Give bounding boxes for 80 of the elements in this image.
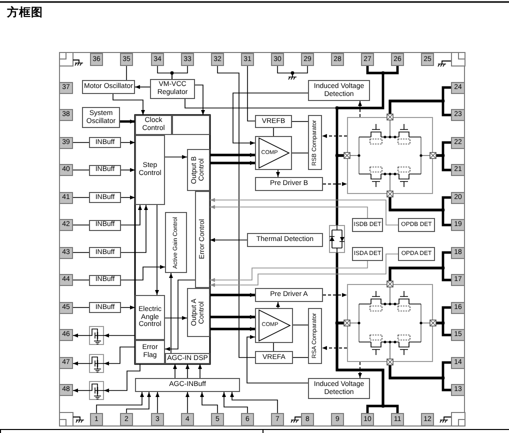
arrow	[134, 85, 150, 89]
arrow	[186, 364, 190, 378]
arrow	[72, 362, 90, 366]
connector-line	[277, 66, 308, 74]
arrow	[164, 280, 196, 351]
dashed-arrow	[358, 100, 362, 118]
arrow	[120, 204, 148, 253]
connector-line	[336, 322, 399, 413]
connector-line	[217, 66, 256, 358]
transistor-symbol	[89, 326, 104, 345]
arrow	[104, 364, 140, 392]
arrow	[173, 364, 177, 378]
arrow	[198, 364, 202, 378]
arrow	[72, 334, 90, 338]
arrow	[276, 302, 280, 308]
arrow	[120, 196, 136, 200]
arrow	[120, 265, 166, 280]
arrow	[210, 293, 255, 297]
connector-line	[388, 100, 451, 117]
connector-line	[388, 266, 451, 284]
connector-line	[292, 324, 308, 326]
arrow	[104, 334, 136, 338]
arrow	[210, 327, 255, 331]
arrow	[210, 254, 398, 287]
transistor-symbol	[89, 381, 104, 400]
arrow	[246, 335, 308, 384]
connector-line	[72, 197, 90, 198]
arrow	[120, 140, 136, 144]
connector-line	[72, 142, 90, 143]
arrow	[120, 168, 136, 172]
h-bridge-circuit	[347, 284, 433, 362]
arrow	[222, 392, 248, 414]
arrow	[104, 346, 136, 366]
connector-line	[72, 224, 90, 226]
arrow	[210, 161, 255, 165]
arrow	[120, 204, 142, 226]
arrow	[169, 272, 173, 354]
dashed-arrow	[322, 346, 348, 350]
h-bridge-circuit	[347, 117, 433, 194]
connector-line	[126, 66, 127, 80]
arrow	[210, 205, 368, 218]
connector-line	[72, 252, 90, 253]
connector-line	[292, 152, 308, 154]
arrow	[194, 84, 205, 116]
arrow	[164, 155, 188, 159]
connector-line	[273, 128, 274, 136]
arrow	[126, 392, 151, 414]
dashed-arrow	[322, 182, 348, 186]
connector-line	[184, 98, 338, 108]
connector-line	[273, 342, 274, 352]
arrow	[200, 392, 218, 414]
arrow	[210, 315, 255, 319]
arrow	[164, 316, 188, 320]
connector-line	[247, 66, 256, 122]
arrow	[96, 392, 144, 414]
arrow	[155, 204, 159, 296]
arrow	[210, 198, 398, 226]
diode-symbol	[329, 225, 345, 253]
dashed-arrow	[322, 134, 348, 138]
arrow	[112, 94, 145, 116]
connector-line	[292, 357, 308, 358]
arrow	[156, 392, 160, 414]
arrow	[210, 153, 255, 157]
arrow	[120, 306, 136, 310]
arrow	[210, 238, 248, 242]
connector-line	[383, 66, 399, 74]
connector-line	[172, 66, 188, 80]
arrow	[120, 120, 135, 124]
connector-line	[292, 121, 308, 122]
transistor-symbol	[89, 354, 104, 373]
connector-line	[72, 307, 90, 308]
arrow	[210, 260, 368, 282]
arrow	[276, 170, 280, 178]
arrow	[72, 388, 90, 392]
title: 方框图	[7, 7, 43, 18]
arrow	[230, 392, 278, 414]
arrow	[186, 392, 190, 414]
dashed-arrow	[322, 293, 348, 297]
dashed-arrow	[358, 362, 362, 378]
arrow	[232, 92, 308, 145]
